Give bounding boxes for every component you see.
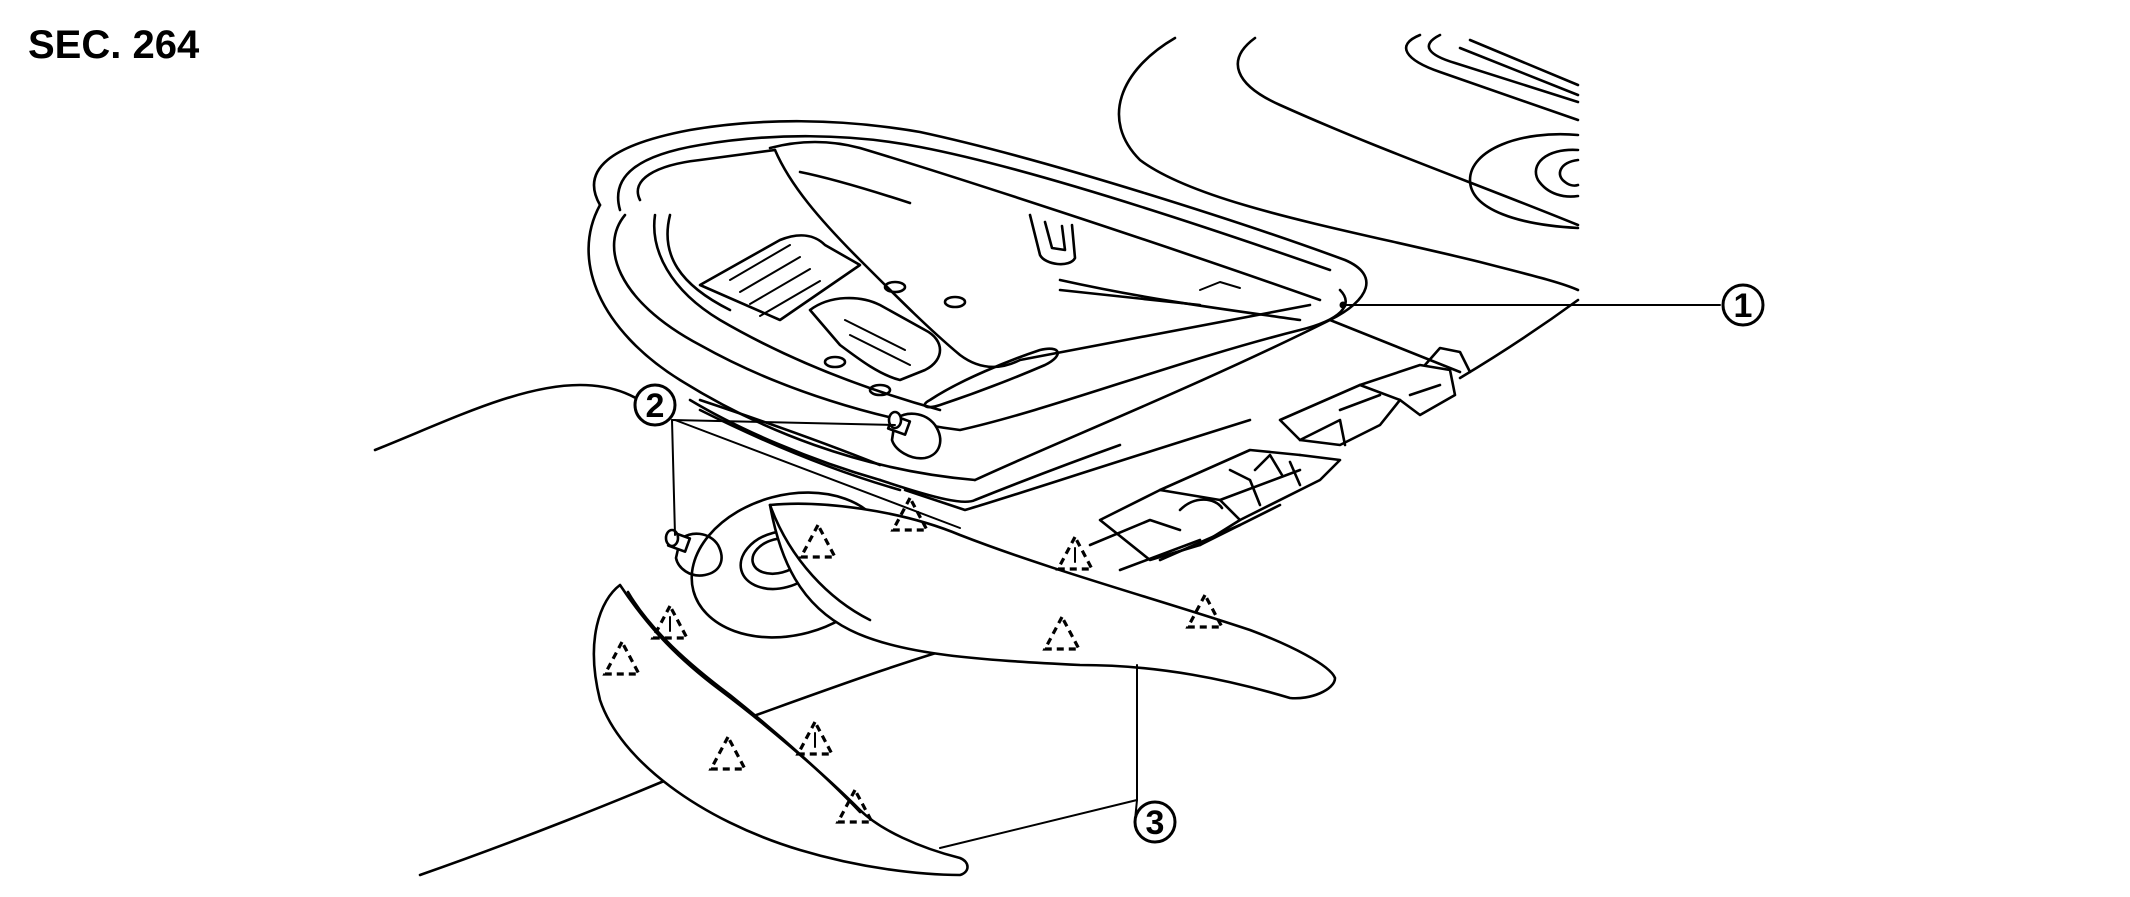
callout-1: 1 [1721, 283, 1765, 327]
finisher-lower [592, 583, 969, 877]
triangle-dashed-icon [1042, 613, 1082, 651]
triangle-dashed-icon [890, 494, 930, 532]
section-label: SEC. 264 [28, 23, 200, 67]
triangle-dashed-icon [795, 718, 835, 756]
triangle-dashed-icon [602, 638, 642, 676]
bulb-lower [664, 528, 723, 577]
leader-lines [671, 301, 1721, 849]
callout-2-label: 2 [646, 387, 665, 425]
bulb-upper [886, 410, 942, 460]
finisher-upper [768, 502, 1337, 700]
clip-symbols [602, 494, 1225, 824]
triangle-dashed-icon [835, 786, 875, 824]
callout-2: 2 [633, 383, 677, 427]
callout-3-label: 3 [1146, 804, 1165, 842]
map-lamp-assembly [587, 119, 1472, 572]
triangle-dashed-icon [650, 602, 690, 640]
callout-3: 3 [1133, 800, 1177, 844]
triangle-dashed-icon [708, 733, 748, 771]
triangle-dashed-icon [1055, 533, 1095, 571]
triangle-dashed-icon [798, 521, 838, 559]
callout-1-label: 1 [1734, 287, 1753, 325]
triangle-dashed-icon [1185, 591, 1225, 629]
